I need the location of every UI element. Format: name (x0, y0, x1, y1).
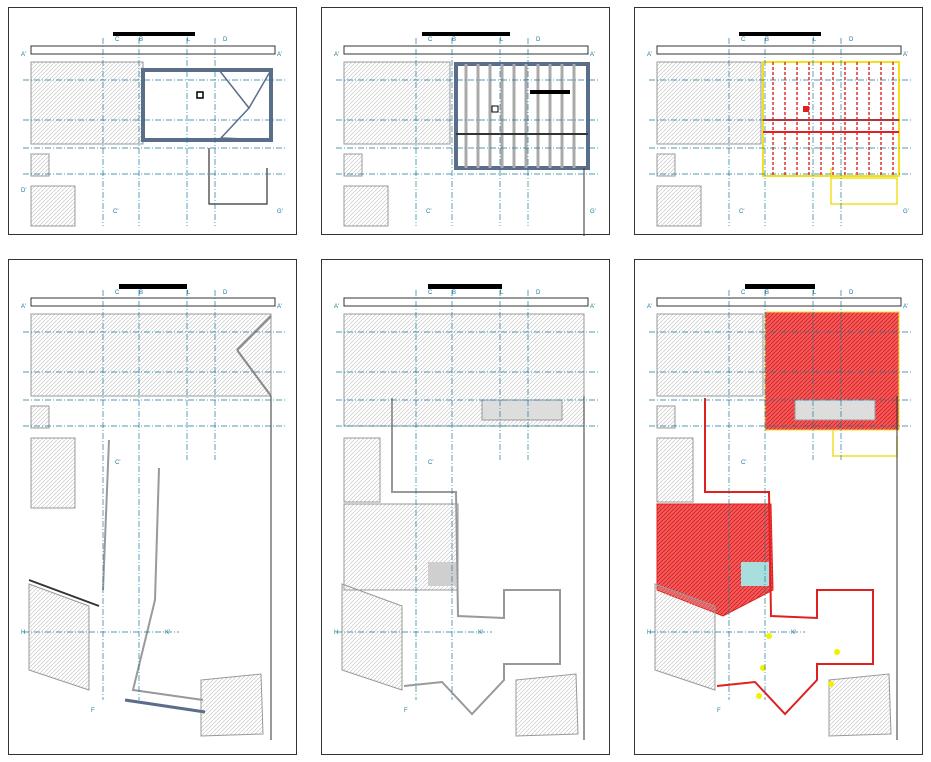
site-plan-5: C B L D A' A' C' H K' F (334, 284, 598, 740)
svg-text:D: D (223, 290, 228, 296)
svg-text:D': D' (21, 188, 26, 194)
svg-text:C: C (115, 37, 120, 43)
svg-text:K': K' (165, 630, 170, 636)
svg-text:A': A' (334, 52, 339, 58)
hatched-roof-left (30, 61, 144, 145)
svg-text:L: L (813, 37, 817, 43)
svg-text:B: B (139, 290, 143, 296)
site-plan-6: C B L D A' A' C' H K' F (647, 284, 911, 740)
svg-text:C: C (428, 290, 433, 296)
svg-text:L: L (187, 37, 191, 43)
svg-text:A': A' (903, 52, 908, 58)
svg-text:C: C (115, 290, 120, 296)
svg-text:H: H (334, 630, 338, 636)
svg-text:A': A' (590, 304, 595, 310)
roof-outline (141, 68, 273, 142)
title-bar (113, 32, 195, 36)
drawing-panel-1: C B L D A' A' D' C' G' (8, 7, 297, 235)
svg-text:G': G' (903, 209, 909, 215)
drawing-panel-3: C B L D A' A' C' G' (634, 7, 923, 235)
svg-text:B: B (139, 37, 143, 43)
svg-text:F: F (91, 708, 95, 714)
svg-text:B: B (765, 37, 769, 43)
svg-text:B: B (452, 290, 456, 296)
svg-text:G': G' (277, 209, 283, 215)
drawing-panel-5: C B L D A' A' C' H K' F (321, 259, 610, 755)
framing-outline (454, 62, 590, 170)
svg-text:C': C' (426, 209, 431, 215)
framing-plan-2: C B L D A' A' C' G' (334, 32, 598, 236)
structure-plan-3: C B L D A' A' C' G' (647, 32, 911, 227)
svg-text:A': A' (647, 304, 652, 310)
svg-text:B: B (765, 290, 769, 296)
svg-text:A': A' (903, 304, 908, 310)
svg-text:C: C (741, 37, 746, 43)
svg-text:A': A' (277, 52, 282, 58)
site-plan-4: C B L D A' A' C' H K' F (21, 284, 285, 740)
svg-text:C': C' (741, 460, 746, 466)
svg-text:H: H (21, 630, 25, 636)
svg-text:A': A' (277, 304, 282, 310)
svg-text:A': A' (590, 52, 595, 58)
svg-text:L: L (813, 290, 817, 296)
svg-text:A': A' (334, 304, 339, 310)
roof-plan-1: C B L D A' A' D' C' G' (21, 32, 285, 227)
svg-text:A': A' (21, 52, 26, 58)
svg-text:D: D (849, 290, 854, 296)
svg-text:L: L (187, 290, 191, 296)
svg-text:K': K' (791, 630, 796, 636)
svg-text:D: D (849, 37, 854, 43)
svg-text:G': G' (590, 209, 596, 215)
svg-text:H: H (647, 630, 651, 636)
svg-text:A': A' (647, 52, 652, 58)
svg-text:C': C' (115, 460, 120, 466)
red-roof-area-lower (656, 503, 774, 617)
svg-text:D: D (536, 290, 541, 296)
svg-text:C: C (741, 290, 746, 296)
svg-text:L: L (500, 37, 504, 43)
svg-text:A': A' (21, 304, 26, 310)
svg-text:L: L (500, 290, 504, 296)
drawing-panel-6: C B L D A' A' C' H K' F (634, 259, 923, 755)
svg-text:F: F (717, 708, 721, 714)
svg-text:D: D (536, 37, 541, 43)
svg-text:C': C' (113, 209, 118, 215)
svg-text:K': K' (478, 630, 483, 636)
svg-text:C: C (428, 37, 433, 43)
drawing-panel-4: C B L D A' A' C' H K' F (8, 259, 297, 755)
svg-text:C': C' (428, 460, 433, 466)
svg-text:F: F (404, 708, 408, 714)
svg-text:D: D (223, 37, 228, 43)
svg-text:C': C' (739, 209, 744, 215)
svg-text:B: B (452, 37, 456, 43)
drawing-panel-2: C B L D A' A' C' G' (321, 7, 610, 236)
